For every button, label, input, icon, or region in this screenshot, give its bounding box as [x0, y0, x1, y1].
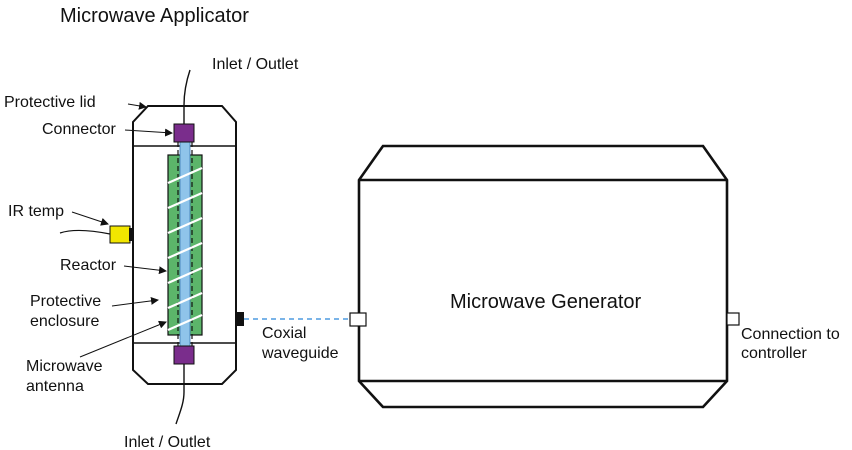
label-coaxial-line1: Coxial	[262, 325, 306, 342]
label-inlet-outlet-top: Inlet / Outlet	[212, 56, 299, 73]
label-microwave-antenna-line1: Microwave	[26, 358, 103, 375]
leader-protective-lid	[127, 101, 147, 110]
generator-controller-port	[726, 312, 740, 326]
ir-sensor-cable	[59, 229, 111, 235]
inlet-tube-bottom	[175, 364, 185, 425]
helical-coil	[167, 166, 203, 332]
leader-microwave-antenna	[79, 320, 167, 358]
generator-label: Microwave Generator	[450, 291, 642, 313]
antenna-rod	[179, 139, 191, 351]
connector-bottom	[173, 345, 195, 365]
generator-input-port	[349, 312, 367, 327]
label-connection-line2: controller	[741, 345, 807, 362]
leader-reactor	[123, 265, 167, 275]
label-inlet-outlet-bottom: Inlet / Outlet	[124, 434, 211, 450]
generator-outline	[357, 144, 729, 409]
microwave-generator: Microwave Generator	[349, 144, 740, 409]
inlet-tube-top	[183, 69, 191, 124]
protective-enclosure-outline	[132, 105, 237, 385]
label-coaxial-line2: waveguide	[261, 345, 339, 362]
label-connector: Connector	[42, 121, 116, 138]
applicator-waveguide-port	[237, 312, 244, 326]
leader-ir-temp	[71, 211, 109, 226]
label-microwave-antenna-line2: antenna	[26, 378, 84, 395]
label-connection-line1: Connection to	[741, 326, 840, 343]
diagram-title: Microwave Applicator	[60, 5, 249, 27]
label-protective-lid: Protective lid	[4, 94, 96, 111]
label-reactor: Reactor	[60, 257, 117, 274]
label-ir-temp: IR temp	[8, 203, 64, 220]
label-protective-enclosure-line2: enclosure	[30, 313, 99, 330]
connector-top	[173, 123, 195, 143]
ir-sensor-mount	[129, 228, 134, 241]
ir-temp-sensor	[109, 225, 131, 244]
leader-connector	[124, 128, 173, 137]
leader-protective-enclosure	[111, 296, 159, 307]
label-protective-enclosure-line1: Protective	[30, 293, 101, 310]
microwave-applicator	[59, 69, 244, 425]
